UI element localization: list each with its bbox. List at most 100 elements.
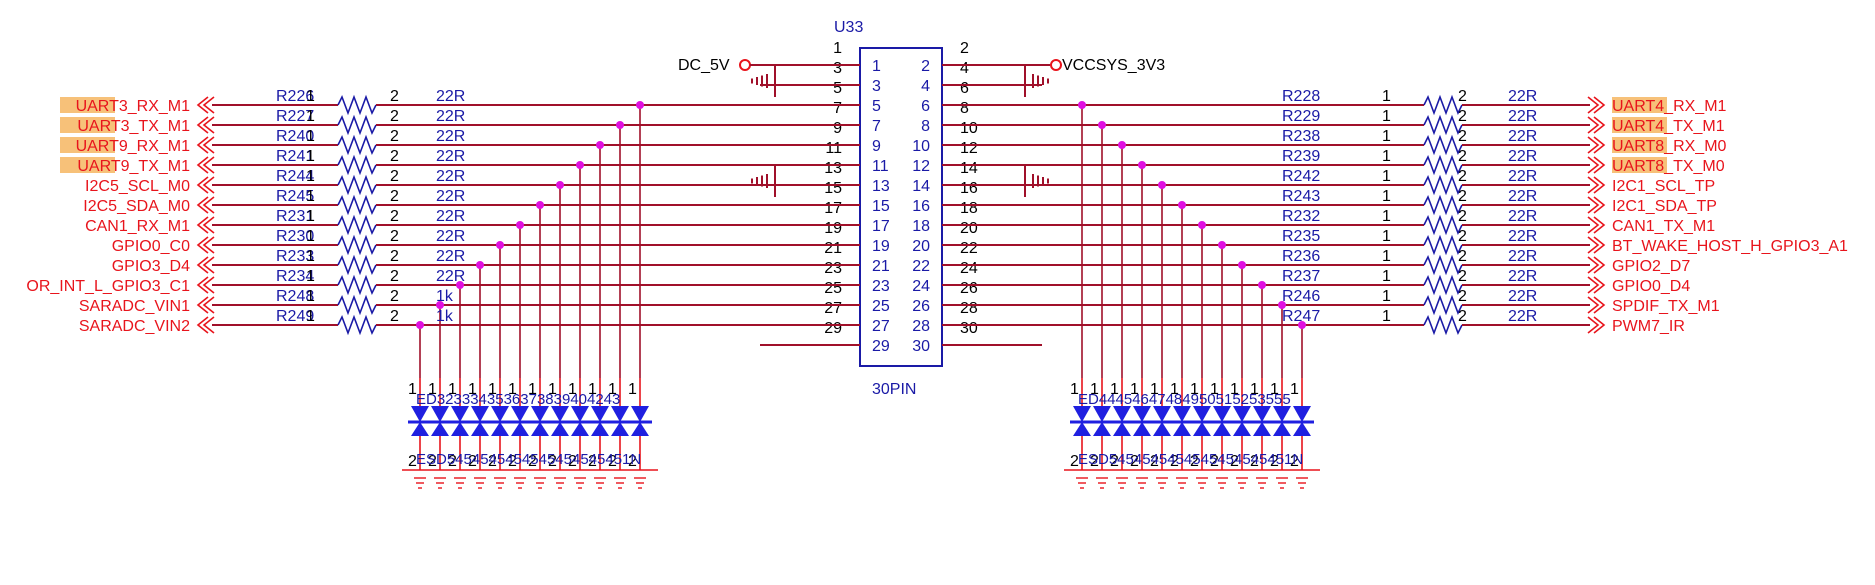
resistor-value: 22R bbox=[1508, 88, 1537, 105]
esd-diode-icon bbox=[511, 422, 529, 436]
resistor-pin-a: 1 bbox=[1382, 188, 1391, 205]
resistor-ref: R239 bbox=[1282, 148, 1320, 165]
resistor-ref: R240 bbox=[276, 128, 314, 145]
resistor-pin-b: 2 bbox=[1458, 148, 1467, 165]
net-highlight bbox=[1612, 117, 1667, 133]
resistor-ref: R249 bbox=[276, 308, 314, 325]
connector-pin-inner-left: 15 bbox=[872, 198, 890, 215]
net-label-right: PWM7_IR bbox=[1612, 318, 1685, 335]
resistor-pin-b: 2 bbox=[390, 308, 399, 325]
connector-pin-inner-left: 17 bbox=[872, 218, 890, 235]
esd-ref-labels: ED44454647484950515253555 bbox=[1078, 391, 1291, 408]
esd-array-left[interactable]: 121212121212121212121212ED32333435363738… bbox=[402, 378, 658, 489]
connector-pin-outer-left: 15 bbox=[824, 180, 842, 197]
power-right-port bbox=[1050, 59, 1062, 71]
esd-diode-icon bbox=[1213, 406, 1231, 422]
esd-pin-bottom: 2 bbox=[488, 453, 497, 470]
connector-pin-outer-right: 12 bbox=[960, 140, 978, 157]
resistor-pin-a: 1 bbox=[306, 108, 315, 125]
esd-pin-bottom: 2 bbox=[588, 453, 597, 470]
connector-footprint: 30PIN bbox=[872, 381, 916, 398]
connector-pin-inner-left: 7 bbox=[872, 118, 881, 135]
esd-pin-top: 1 bbox=[1070, 381, 1079, 398]
connector-u33[interactable]: U33 30PIN 113355779911111313151517171919… bbox=[824, 19, 978, 398]
resistor-icon bbox=[337, 114, 377, 136]
esd-diode-icon bbox=[451, 406, 469, 422]
esd-pin-top: 1 bbox=[1290, 381, 1299, 398]
resistor-value: 1k bbox=[436, 308, 454, 325]
resistor-icon bbox=[337, 274, 377, 296]
connector-pin-inner-right: 12 bbox=[912, 158, 930, 175]
esd-pin-bottom: 2 bbox=[1110, 453, 1119, 470]
resistor-pin-a: 1 bbox=[1382, 128, 1391, 145]
connector-pin-inner-left: 13 bbox=[872, 178, 890, 195]
esd-diode-icon bbox=[491, 406, 509, 422]
connector-pin-inner-left: 11 bbox=[872, 158, 889, 175]
connector-pin-outer-left: 7 bbox=[833, 100, 842, 117]
esd-pin-bottom: 2 bbox=[1290, 453, 1299, 470]
esd-pin-top: 1 bbox=[588, 381, 597, 398]
junction-dot bbox=[1118, 141, 1126, 149]
esd-diode-icon bbox=[611, 406, 629, 422]
resistor-icon bbox=[1423, 214, 1463, 236]
resistor-ref: R233 bbox=[276, 248, 314, 265]
port-chevron-icon bbox=[1587, 236, 1606, 254]
connector-pin-inner-right: 8 bbox=[921, 118, 930, 135]
power-left-label: DC_5V bbox=[678, 57, 730, 74]
net-label-left: I2C5_SCL_M0 bbox=[85, 178, 190, 195]
esd-diode-icon bbox=[491, 422, 509, 436]
net-label-right: UART8_TX_M0 bbox=[1612, 158, 1725, 175]
resistor-value: 22R bbox=[436, 108, 465, 125]
esd-diode-icon bbox=[1233, 406, 1251, 422]
junction-dot bbox=[556, 181, 564, 189]
resistor-icon bbox=[337, 294, 377, 316]
connector-ref: U33 bbox=[834, 19, 863, 36]
esd-pin-bottom: 2 bbox=[508, 453, 517, 470]
esd-pin-top: 1 bbox=[428, 381, 437, 398]
esd-diode-icon bbox=[571, 406, 589, 422]
resistor-pin-a: 1 bbox=[306, 208, 315, 225]
resistor-value: 22R bbox=[1508, 248, 1537, 265]
junction-dot bbox=[516, 221, 524, 229]
power-nets: DC_5V VCCSYS_3V3 bbox=[678, 57, 1165, 74]
resistor-pin-a: 1 bbox=[306, 268, 315, 285]
resistor-pin-a: 1 bbox=[1382, 208, 1391, 225]
connector-pin-outer-right: 10 bbox=[960, 120, 978, 137]
connector-pin-outer-left: 25 bbox=[824, 280, 842, 297]
esd-part-labels: ESD5454545454545454545451N bbox=[1078, 451, 1303, 468]
connector-pin-inner-right: 6 bbox=[921, 98, 930, 115]
resistor-pin-a: 1 bbox=[306, 228, 315, 245]
esd-diode-icon bbox=[1253, 406, 1271, 422]
right-net-row[interactable]: R239 1 2 22R UART8_TX_M0 bbox=[1042, 148, 1725, 378]
resistor-pin-b: 2 bbox=[1458, 128, 1467, 145]
esd-array-right[interactable]: 121212121212121212121212ED44454647484950… bbox=[1064, 378, 1320, 489]
junction-dot bbox=[416, 321, 424, 329]
esd-diode-icon bbox=[591, 406, 609, 422]
net-label-left: CAN1_RX_M1 bbox=[85, 218, 190, 235]
esd-pin-top: 1 bbox=[628, 381, 637, 398]
resistor-value: 22R bbox=[1508, 208, 1537, 225]
